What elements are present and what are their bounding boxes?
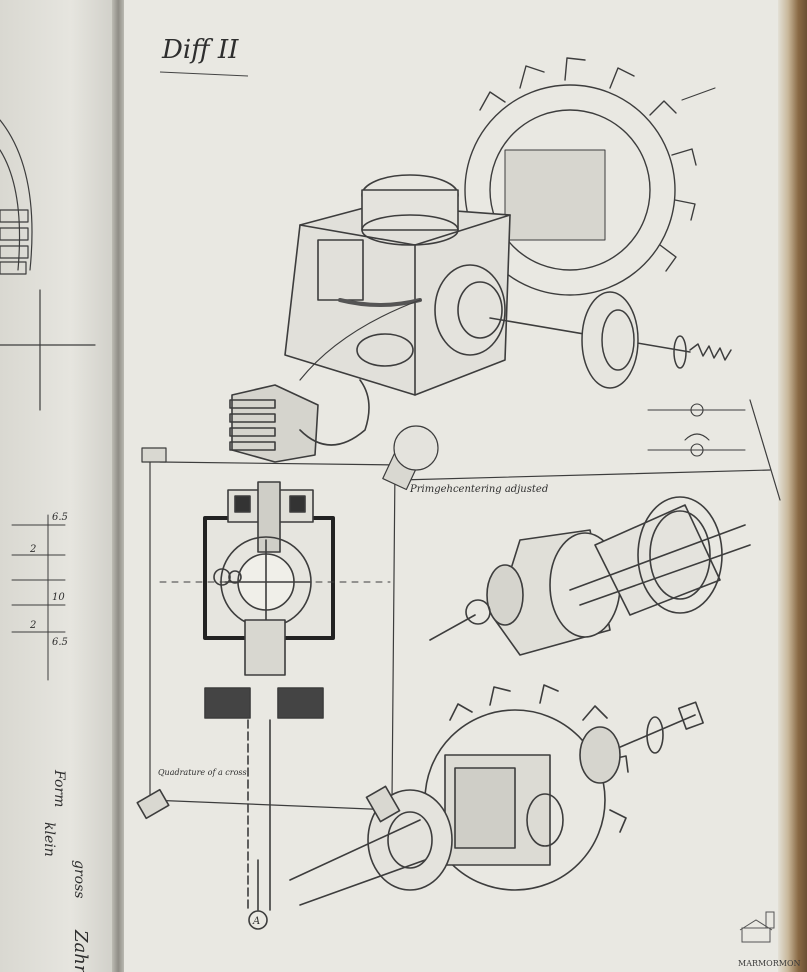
sketch-frame-lines bbox=[141, 399, 781, 811]
left-page-word: klein bbox=[41, 822, 57, 857]
pinion-gear-sketch bbox=[229, 299, 421, 463]
differential-housing-sketch bbox=[284, 174, 511, 396]
dimension-label: 6.5 bbox=[52, 512, 68, 523]
axle-assembly-sketch bbox=[489, 291, 732, 389]
left-page-gear-sketch bbox=[0, 119, 96, 411]
arrow-label: A bbox=[252, 916, 260, 927]
left-page-word: gross bbox=[71, 860, 87, 898]
left-page-word: Form bbox=[51, 769, 67, 807]
watermark-text: MARMORMON bbox=[738, 959, 801, 968]
dimension-label: 10 bbox=[52, 592, 65, 603]
page-edge bbox=[778, 0, 807, 972]
dimension-label: 2 bbox=[29, 544, 36, 555]
book-spine bbox=[112, 0, 126, 972]
page-title: Diff II bbox=[161, 35, 239, 65]
left-page bbox=[0, 0, 118, 972]
cross-section-plan-sketch bbox=[159, 481, 391, 930]
bottom-gear-assembly-sketch bbox=[136, 684, 704, 906]
left-page-word: Zahnrad bbox=[70, 929, 91, 972]
quadrant-note: Quadrature of a cross bbox=[158, 768, 247, 777]
large-gear-sketch bbox=[464, 57, 697, 296]
alignment-note: Primgehcentering adjusted bbox=[409, 484, 548, 495]
left-page-dimension-lines bbox=[11, 514, 66, 681]
house-logo-icon bbox=[739, 911, 775, 943]
bell-housing-sketch bbox=[429, 496, 751, 656]
dimension-label: 6.5 bbox=[52, 637, 68, 648]
dimension-label: 2 bbox=[29, 620, 36, 631]
axis-symbols bbox=[647, 87, 746, 457]
